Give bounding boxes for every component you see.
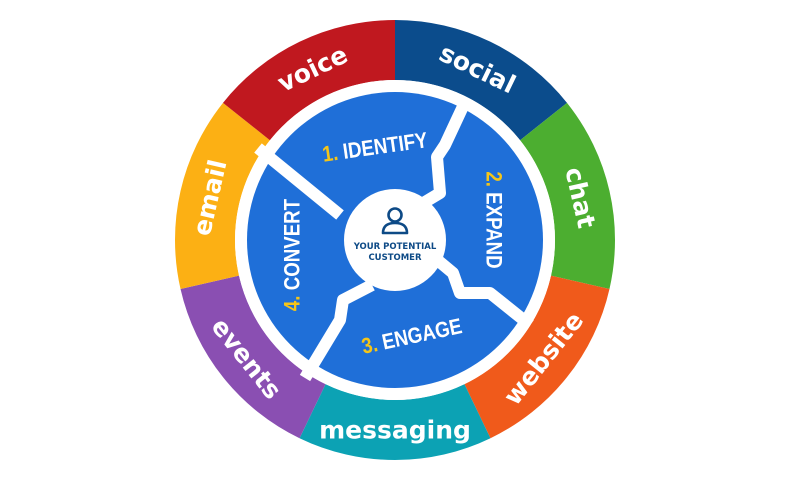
person-icon xyxy=(381,207,409,235)
ring-segment-messaging xyxy=(299,384,491,460)
ring-segment-social xyxy=(395,20,568,141)
separator-engage-convert xyxy=(299,279,375,382)
step-number: 3. xyxy=(360,333,380,359)
separator-expand-engage xyxy=(431,253,534,330)
ring-segment-voice xyxy=(222,20,395,141)
step-separators xyxy=(254,97,534,382)
channel-ring: socialchatwebsitemessagingeventsemailvoi… xyxy=(174,20,616,460)
center-label-line1: YOUR POTENTIAL xyxy=(353,242,437,252)
ring-segment-email xyxy=(174,102,270,289)
step-label: EXPAND xyxy=(481,192,505,269)
ring-segment-events xyxy=(180,275,326,439)
svg-text:2. EXPAND: 2. EXPAND xyxy=(481,171,505,268)
ring-segment-website xyxy=(464,275,610,439)
ring-segment-chat xyxy=(520,102,616,289)
center-label-line2: CUSTOMER xyxy=(368,253,422,263)
step-expand: 2. EXPAND xyxy=(481,171,505,268)
step-convert: 4. CONVERT xyxy=(281,198,305,311)
separator-identify-convert xyxy=(254,143,344,220)
svg-text:4. CONVERT: 4. CONVERT xyxy=(281,198,305,311)
step-label: CONVERT xyxy=(281,198,305,290)
channel-label-messaging: messaging xyxy=(319,416,471,445)
center-circle xyxy=(344,189,446,291)
step-number: 1. xyxy=(321,141,340,167)
step-number: 4. xyxy=(281,295,305,311)
step-number: 2. xyxy=(481,171,505,187)
separator-identify-expand xyxy=(416,97,472,211)
